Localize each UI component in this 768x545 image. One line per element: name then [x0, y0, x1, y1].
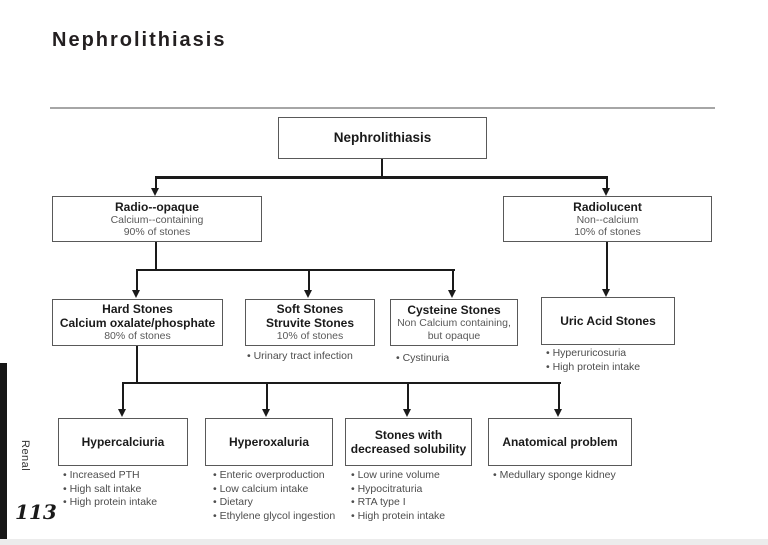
arrowhead-decreased-solubility	[403, 409, 411, 417]
connector-root-stem	[381, 159, 383, 177]
node-title: Uric Acid Stones	[560, 314, 656, 328]
bullet-item: Hyperuricosuria	[546, 347, 640, 361]
node-radio-opaque: Radio--opaque Calcium--containing 90% of…	[52, 196, 262, 242]
connector-radio-opaque-stem	[155, 242, 157, 270]
arrowhead-hard-stones	[132, 290, 140, 298]
bullet-item: Low urine volume	[351, 469, 445, 483]
connector-to-hard-stones	[136, 271, 138, 291]
bottom-strip	[0, 539, 768, 545]
connector-to-cysteine-stones	[452, 271, 454, 291]
node-title: Anatomical problem	[502, 435, 618, 449]
node-root: Nephrolithiasis	[278, 117, 487, 159]
node-title: Hyperoxaluria	[228, 435, 310, 449]
node-subtitle: 90% of stones	[123, 226, 191, 238]
node-title: Cysteine Stones	[407, 303, 501, 317]
node-stones-decreased-solubility: Stones with decreased solubility	[345, 418, 472, 466]
bullet-item: Ethylene glycol ingestion	[213, 510, 336, 524]
connector-level2-hline	[136, 269, 455, 271]
connector-level1-hline	[155, 176, 608, 179]
node-anatomical-problem: Anatomical problem	[488, 418, 632, 466]
bullet-item: Low calcium intake	[213, 483, 335, 497]
node-subtitle: but opaque	[427, 329, 481, 342]
bullet-item: Hypocitraturia	[351, 483, 445, 497]
node-subtitle: 10% of stones	[574, 226, 641, 238]
page-title: Nephrolithiasis	[52, 29, 227, 51]
connector-to-hyperoxaluria	[266, 384, 268, 410]
node-hypercalciuria: Hypercalciuria	[58, 418, 188, 466]
node-subtitle: Non Calcium containing,	[397, 317, 511, 329]
node-title: Stones with	[374, 428, 443, 442]
node-title: decreased solubility	[350, 442, 467, 456]
arrowhead-soft-stones	[304, 290, 312, 298]
bullet-list-soft-stones: Urinary tract infection	[247, 350, 353, 364]
bullet-item: Enteric overproduction	[213, 469, 335, 483]
arrowhead-anatomical-problem	[554, 409, 562, 417]
bullet-item: Dietary	[213, 496, 335, 510]
node-cysteine-stones: Cysteine Stones Non Calcium containing, …	[390, 299, 518, 346]
bullet-item: High protein intake	[63, 496, 158, 510]
section-label: Renal	[19, 440, 31, 472]
bullet-list-anatomical-problem: Medullary sponge kidney	[493, 469, 616, 483]
bullet-item: Increased PTH	[63, 469, 157, 483]
node-soft-stones: Soft Stones Struvite Stones 10% of stone…	[245, 299, 375, 346]
node-title: Hard Stones	[102, 302, 173, 317]
bullet-list-cysteine-stones: Cystinuria	[396, 352, 450, 366]
arrowhead-hyperoxaluria	[262, 409, 270, 417]
node-uric-acid-stones: Uric Acid Stones	[541, 297, 675, 345]
connector-level3-hline	[122, 382, 561, 384]
bullet-item: High protein intake	[546, 361, 641, 375]
bullet-item: RTA type I	[351, 496, 445, 510]
connector-to-hypercalciuria	[122, 384, 124, 410]
bullet-list-uric-acid: Hyperuricosuria High protein intake	[546, 347, 641, 375]
page-number: 113	[15, 500, 57, 524]
connector-to-decreased-solubility	[407, 384, 409, 410]
node-title: Calcium oxalate/phosphate	[59, 316, 216, 331]
connector-hard-stones-stem	[136, 346, 138, 383]
connector-to-radio-opaque	[155, 179, 157, 190]
node-title: Struvite Stones	[265, 316, 355, 331]
node-radiolucent: Radiolucent Non--calcium 10% of stones	[503, 196, 712, 242]
bullet-list-hyperoxaluria: Enteric overproduction Low calcium intak…	[213, 469, 336, 524]
node-title: Radiolucent	[573, 199, 642, 214]
bullet-list-hypercalciuria: Increased PTH High salt intake High prot…	[63, 469, 158, 510]
node-root-title: Nephrolithiasis	[333, 130, 432, 145]
bullet-item: Cystinuria	[396, 352, 450, 366]
bullet-item: Medullary sponge kidney	[493, 469, 616, 483]
arrowhead-hypercalciuria	[118, 409, 126, 417]
arrowhead-cysteine-stones	[448, 290, 456, 298]
section-tab-bar	[0, 363, 7, 540]
connector-to-radiolucent	[606, 179, 608, 190]
connector-to-anatomical-problem	[558, 384, 560, 410]
bullet-item: High salt intake	[63, 483, 157, 497]
node-hyperoxaluria: Hyperoxaluria	[205, 418, 333, 466]
node-title: Hypercalciuria	[81, 435, 165, 449]
bullet-list-decreased-solubility: Low urine volume Hypocitraturia RTA type…	[351, 469, 446, 524]
node-hard-stones: Hard Stones Calcium oxalate/phosphate 80…	[52, 299, 223, 346]
node-subtitle: Calcium--containing	[110, 213, 204, 226]
node-subtitle: 80% of stones	[104, 330, 171, 343]
arrowhead-radiolucent	[602, 188, 610, 196]
title-divider	[50, 107, 715, 109]
arrowhead-uric-acid	[602, 289, 610, 297]
node-title: Soft Stones	[276, 302, 344, 317]
connector-to-soft-stones	[308, 271, 310, 291]
bullet-item: Urinary tract infection	[247, 350, 353, 364]
node-subtitle: 10% of stones	[276, 330, 344, 343]
node-title: Radio--opaque	[115, 199, 199, 214]
connector-to-uric-acid	[606, 242, 608, 289]
node-subtitle: Non--calcium	[576, 213, 639, 226]
arrowhead-radio-opaque	[151, 188, 159, 196]
bullet-item: High protein intake	[351, 510, 446, 524]
